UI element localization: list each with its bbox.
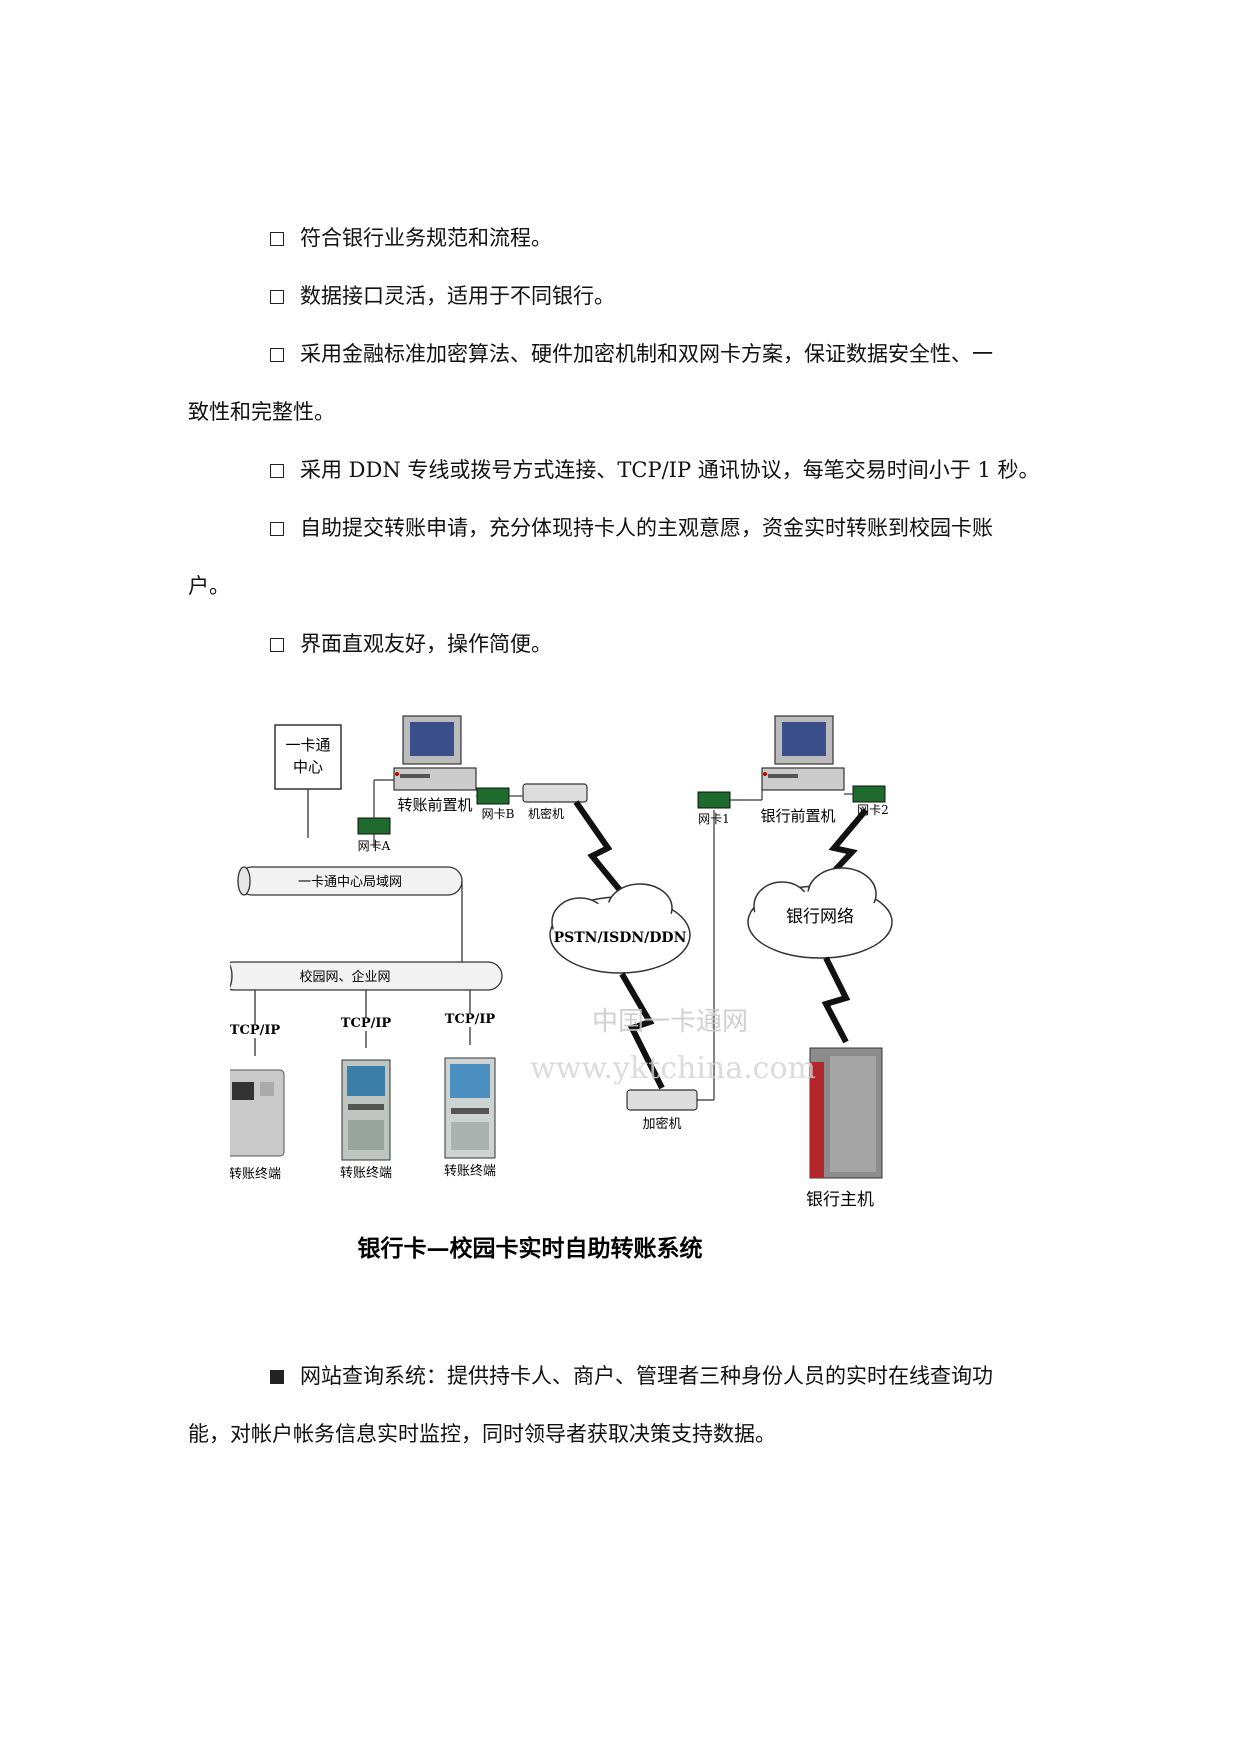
bullet-item-5-continuation: 户。 [188, 574, 230, 598]
campus-net-label: 校园网、企业网 [299, 969, 390, 985]
terminal-label-1: 转账终端 [230, 1166, 281, 1182]
nic-b-label: 网卡B [482, 807, 515, 821]
web-query-continuation: 能，对帐户帐务信息实时监控，同时领导者获取决策支持数据。 [188, 1422, 776, 1446]
network-diagram: 一卡通 中心 转账前置机 网卡A 网卡B 机密机 一卡通中心局域网 校园网、企业… [230, 715, 893, 1260]
card-center-label-1: 一卡通 [285, 736, 330, 754]
cipher-machine-label: 机密机 [528, 806, 564, 821]
figure-caption: 银行卡—校园卡实时自助转账系统 [358, 1235, 703, 1260]
transfer-front-label: 转账前置机 [397, 796, 472, 814]
checkbox-bullet-icon [270, 290, 284, 304]
bank-network-cloud-icon [747, 867, 893, 959]
bank-front-label: 银行前置机 [760, 807, 835, 825]
transfer-terminal-icon-3 [444, 1057, 496, 1159]
encryptor-label: 加密机 [642, 1116, 681, 1132]
terminal-label-3: 转账终端 [444, 1163, 496, 1179]
watermark-title: 中国一卡通网 [592, 1007, 748, 1037]
web-query-paragraph: 网站查询系统：提供持卡人、商户、管理者三种身份人员的实时在线查询功 [188, 1347, 1058, 1405]
pstn-cloud-label: PSTN/ISDN/DDN [554, 930, 687, 946]
bullet-item-6: 界面直观友好，操作简便。 [188, 615, 1058, 673]
card-center-box [274, 724, 342, 790]
lan-label: 一卡通中心局域网 [298, 875, 402, 890]
checkbox-bullet-icon [270, 348, 284, 362]
tcpip-label-3: TCP/IP [445, 1012, 496, 1027]
tcpip-label-1: TCP/IP [230, 1023, 280, 1038]
bank-host-label: 银行主机 [806, 1190, 874, 1210]
bullet-item-3-continuation: 致性和完整性。 [188, 400, 335, 424]
bank-network-label: 银行网络 [786, 907, 854, 927]
bullet-item-3: 采用金融标准加密算法、硬件加密机制和双网卡方案，保证数据安全性、一 [188, 325, 1058, 383]
bullet-item-2: 数据接口灵活，适用于不同银行。 [188, 267, 1058, 325]
checkbox-bullet-icon [270, 464, 284, 478]
pstn-cloud-icon [549, 883, 691, 974]
checkbox-bullet-icon [270, 638, 284, 652]
transfer-front-computer-icon [393, 715, 477, 791]
card-center-lan-pipe [237, 866, 463, 896]
filled-square-bullet-icon [270, 1370, 284, 1384]
nic-a-icon [357, 817, 391, 835]
bullet-item-4: 采用 DDN 专线或拨号方式连接、TCP/IP 通讯协议，每笔交易时间小于 1 … [188, 441, 1058, 499]
nic-b-icon [476, 787, 510, 805]
campus-network-pipe [230, 961, 503, 991]
nic-1-icon [697, 791, 731, 809]
checkbox-bullet-icon [270, 232, 284, 246]
checkbox-bullet-icon [270, 522, 284, 536]
watermark-url: www.yktchina.com [530, 1051, 816, 1086]
transfer-terminal-icon-2 [341, 1059, 391, 1161]
bullet-item-5: 自助提交转账申请，充分体现持卡人的主观意愿，资金实时转账到校园卡账 [188, 499, 1058, 557]
encryptor-icon [626, 1089, 698, 1111]
nic-2-icon [852, 785, 886, 803]
bank-front-computer-icon [761, 715, 845, 791]
bullet-item-1: 符合银行业务规范和流程。 [188, 209, 1058, 267]
transfer-terminal-icon-1 [230, 1069, 285, 1157]
bank-host-server-icon [809, 1047, 883, 1179]
card-center-label-2: 中心 [293, 758, 323, 776]
nic-1-label: 网卡1 [698, 812, 730, 826]
terminal-label-2: 转账终端 [340, 1165, 392, 1181]
tcpip-label-2: TCP/IP [341, 1016, 392, 1031]
cipher-machine-icon [522, 783, 588, 803]
